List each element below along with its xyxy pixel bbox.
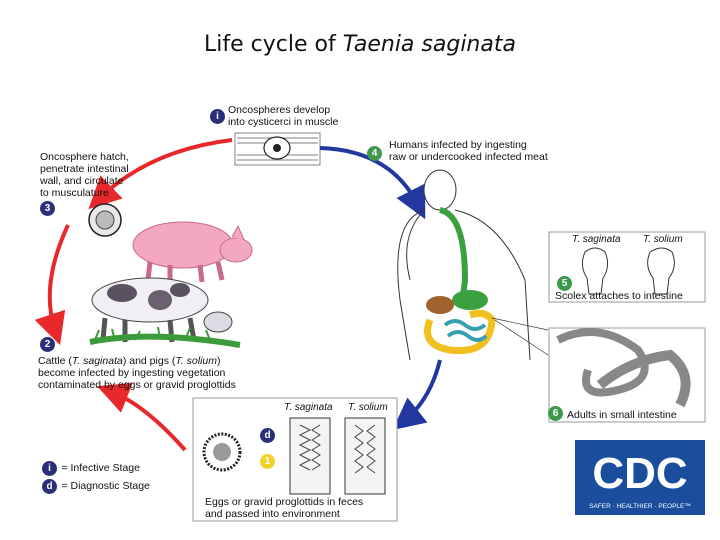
arrow-blue-bottom <box>392 359 442 430</box>
label-scolex-attaches: Scolex attaches to intestine <box>555 290 683 302</box>
label-scolex-t-solium: T. solium <box>643 234 683 245</box>
cdc-logo-tagline: SAFER · HEALTHIER · PEOPLE™ <box>589 503 691 510</box>
s2-text-a: Cattle ( <box>38 355 72 367</box>
label-oncosphere-hatch: Oncosphere hatch, penetrate intestinal w… <box>40 151 129 199</box>
arrow-red-top <box>88 138 233 210</box>
label-eggs-t-saginata: T. saginata <box>284 402 333 413</box>
badge-stage-5: 5 <box>557 276 572 291</box>
adult-worms-panel <box>548 327 706 423</box>
s2-text-c: ) and pigs ( <box>122 355 176 367</box>
page-title: Life cycle of Taenia saginata <box>0 32 720 57</box>
label-cattle-pigs: Cattle (T. saginata) and pigs (T. solium… <box>38 355 236 391</box>
cdc-logo: CDC SAFER · HEALTHIER · PEOPLE™ <box>575 440 705 515</box>
badge-stage-3: 3 <box>40 201 55 216</box>
legend-diagnostic-badge: d <box>42 479 57 494</box>
arrow-blue-top <box>319 146 426 220</box>
scolex-panel <box>548 231 706 303</box>
eggs-proglottids-panel <box>192 397 398 522</box>
stage-4-group: 4 Humans infected by ingesting raw or un… <box>367 139 548 163</box>
label-adults-small-intestine: Adults in small intestine <box>567 409 677 421</box>
cysticercus-muscle-illustration <box>234 132 321 166</box>
stage-i-group: i Oncospheres develop into cysticerci in… <box>210 104 338 128</box>
label-humans-infected: Humans infected by ingesting raw or unde… <box>389 139 548 163</box>
arrow-red-left <box>34 224 70 346</box>
title-species: Taenia saginata <box>342 32 516 57</box>
s2-text-b: T. saginata <box>71 355 123 367</box>
badge-stage-2: 2 <box>40 337 55 352</box>
badge-stage-1: 1 <box>260 454 275 469</box>
label-eggs-t-solium: T. solium <box>348 402 388 413</box>
badge-diagnostic-d: d <box>260 428 275 443</box>
cow-illustration <box>89 277 241 348</box>
badge-stage-4: 4 <box>367 146 382 161</box>
legend-diagnostic-row: d = Diagnostic Stage <box>42 476 150 494</box>
oncosphere-illustration <box>88 203 122 237</box>
label-oncospheres-develop: Oncospheres develop into cysticerci in m… <box>228 104 339 128</box>
s2-text-line3: contaminated by eggs or gravid proglotti… <box>38 379 236 391</box>
s2-text-line2: become infected by ingesting vegetation <box>38 367 226 379</box>
legend-infective-text: = Infective Stage <box>61 462 140 474</box>
legend: i = Infective Stage d = Diagnostic Stage <box>42 458 150 494</box>
badge-infective-i: i <box>210 109 225 124</box>
legend-infective-row: i = Infective Stage <box>42 458 150 476</box>
label-eggs-passed: Eggs or gravid proglottids in feces and … <box>205 496 364 520</box>
arrow-red-bottom <box>97 382 187 452</box>
s2-text-e: ) <box>217 355 221 367</box>
human-body-illustration <box>397 169 549 361</box>
cdc-logo-text: CDC <box>592 449 687 498</box>
legend-diagnostic-text: = Diagnostic Stage <box>61 480 150 492</box>
s2-text-d: T. solium <box>175 355 217 367</box>
pig-illustration <box>132 221 253 283</box>
title-prefix: Life cycle of <box>204 32 343 57</box>
legend-infective-badge: i <box>42 461 57 476</box>
label-scolex-t-saginata: T. saginata <box>572 234 621 245</box>
badge-stage-6: 6 <box>548 406 563 421</box>
